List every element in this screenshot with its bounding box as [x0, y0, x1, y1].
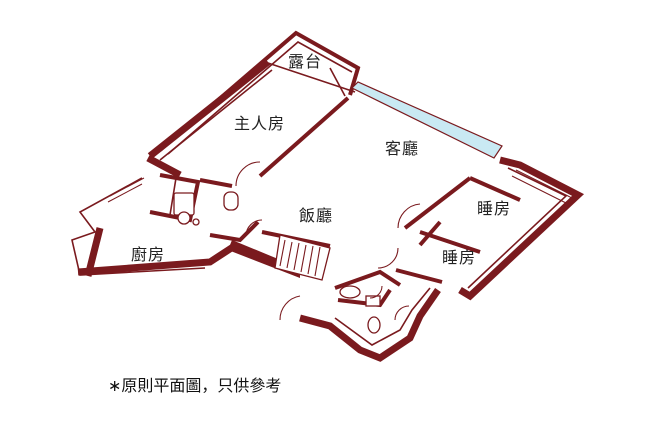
living-room-window: [350, 81, 503, 159]
room-label-balcony: 露台: [288, 52, 323, 71]
outer-walls: [71, 59, 585, 362]
disclaimer-footnote: ∗原則平面圖，只供參考: [108, 376, 282, 395]
room-label-master-bedroom: 主人房: [234, 114, 286, 133]
room-label-kitchen: 廚房: [131, 245, 166, 264]
bathroom-fixtures: [173, 191, 381, 334]
room-label-living-room: 客廳: [385, 139, 420, 158]
window-lines: [107, 169, 573, 205]
room-label-bedroom-1: 睡房: [477, 199, 512, 218]
room-label-dining-room: 飯廳: [299, 206, 334, 225]
door-swings: [235, 161, 421, 321]
room-label-bedroom-2: 睡房: [442, 248, 477, 267]
stairs: [274, 234, 331, 281]
